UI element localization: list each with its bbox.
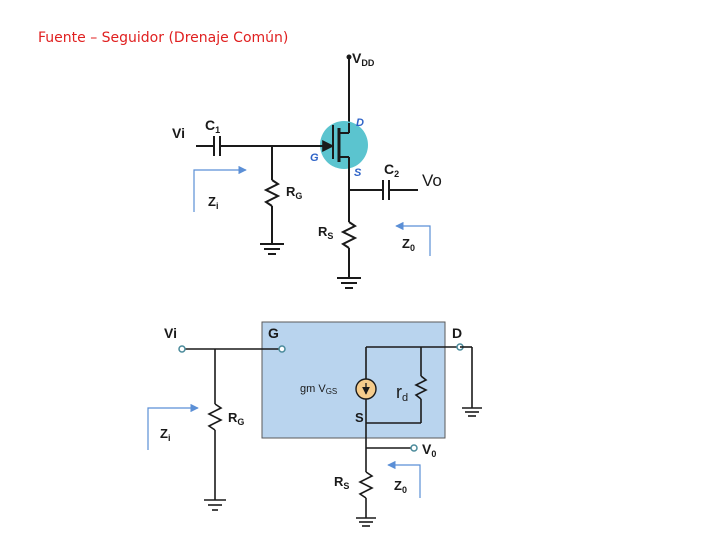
rs-label: RS xyxy=(318,224,333,241)
zo-label-2: Z0 xyxy=(394,478,407,495)
bottom-circuit: Vi G RG Zi D gm VGS r xyxy=(147,321,482,527)
rs-label-2: RS xyxy=(334,474,349,491)
vi-label-2: Vi xyxy=(164,325,177,341)
vi-terminal xyxy=(178,345,186,353)
gm-vgs-label: gm VGS xyxy=(300,383,337,396)
c2-label: C2 xyxy=(384,161,399,179)
vi-label: Vi xyxy=(172,125,185,141)
g-terminal xyxy=(278,345,286,353)
rd-resistor xyxy=(414,375,428,400)
fet-model-box xyxy=(261,321,446,439)
vo-terminal xyxy=(410,444,418,452)
zo-arrow-2 xyxy=(387,460,421,498)
fet-g-label: G xyxy=(310,152,319,164)
zo-label: Z0 xyxy=(402,236,415,253)
rg-label: RG xyxy=(286,184,302,201)
rg-label-2: RG xyxy=(228,410,244,427)
vdd-label: VDD xyxy=(352,50,375,68)
vo-label-2: V0 xyxy=(422,441,436,459)
zi-arrow-2 xyxy=(147,403,199,450)
rd-label: rd xyxy=(396,382,408,404)
zi-label: Zi xyxy=(208,194,218,211)
g-label-2: G xyxy=(268,325,279,341)
c1-label: C1 xyxy=(205,117,220,135)
d-label-2: D xyxy=(452,325,462,341)
zi-label-2: Zi xyxy=(160,426,170,443)
fet-d-label: D xyxy=(356,117,364,129)
s-label-2: S xyxy=(355,410,364,425)
rs-resistor-2 xyxy=(358,471,374,499)
zo-arrow xyxy=(395,221,431,256)
rg-resistor-2 xyxy=(207,403,223,431)
page-title: Fuente – Seguidor (Drenaje Común) xyxy=(38,30,289,46)
fet-s-label: S xyxy=(354,167,362,179)
top-circuit: VDD D G S Vi C1 RG Zi C xyxy=(172,50,442,289)
rg-resistor xyxy=(263,179,281,207)
vo-label: Vo xyxy=(422,171,442,190)
zi-arrow xyxy=(193,165,247,212)
rs-resistor xyxy=(340,221,358,249)
